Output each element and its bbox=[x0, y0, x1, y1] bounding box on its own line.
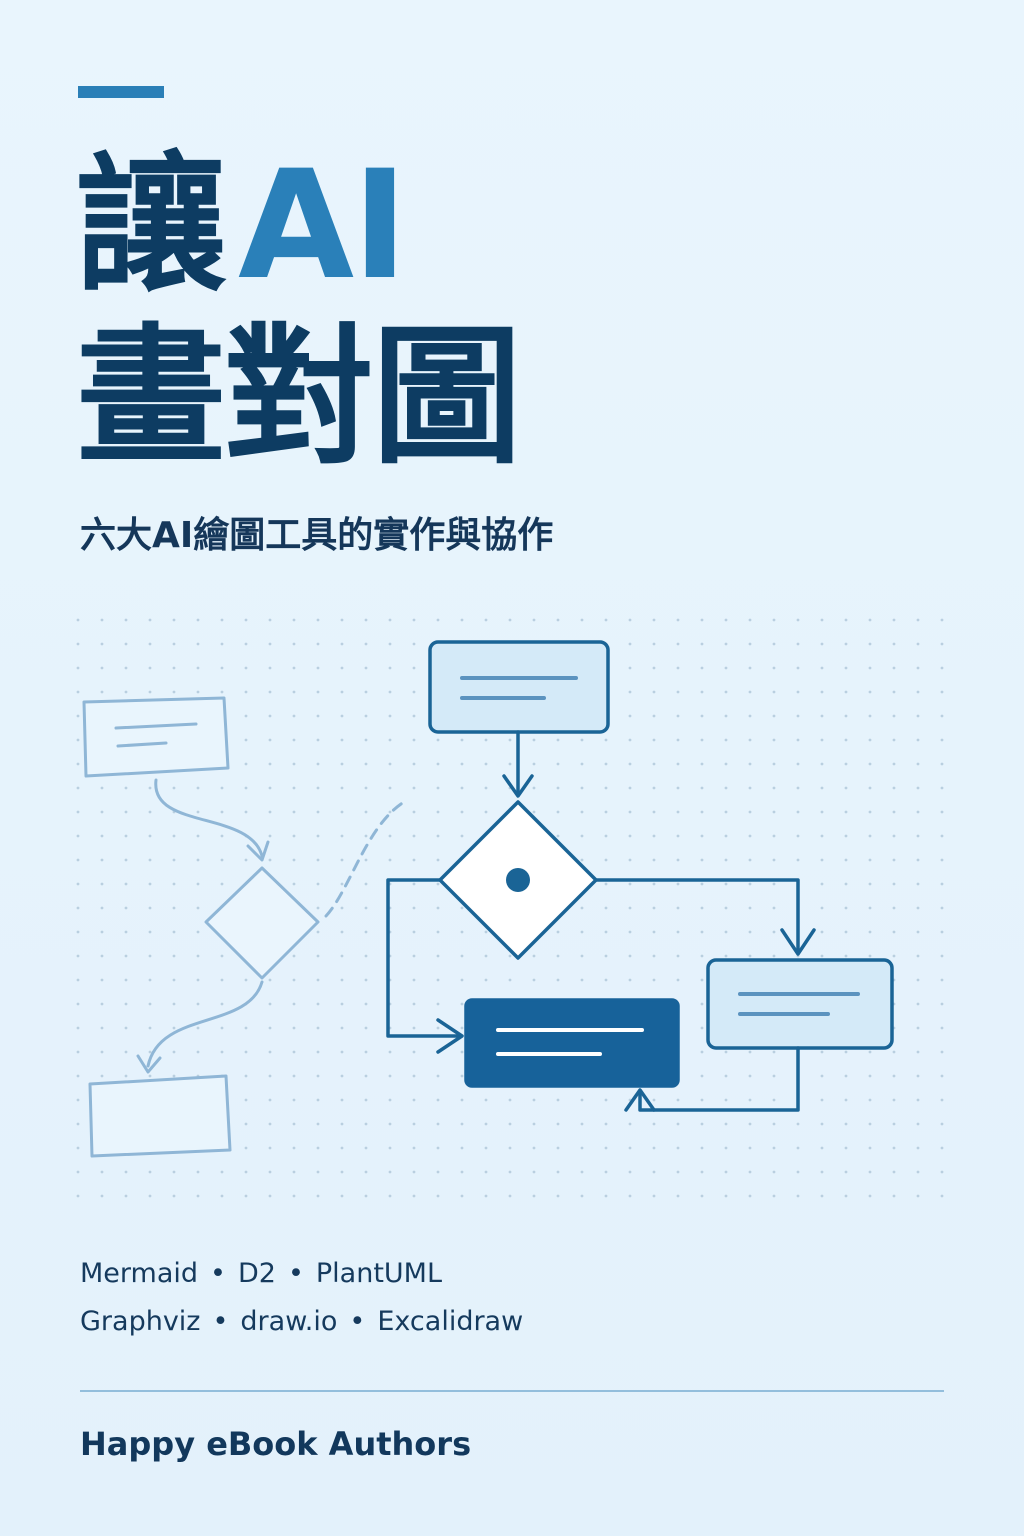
start-box bbox=[428, 640, 610, 734]
tool-list: Mermaid • D2 • PlantUML Graphviz • draw.io • Exc… bbox=[80, 1250, 523, 1346]
arrow-result-back bbox=[638, 1046, 800, 1112]
process-box-dark bbox=[464, 998, 680, 1088]
tool-row-1: Mermaid • D2 • PlantUML bbox=[80, 1250, 523, 1298]
sketch-box-text-line bbox=[116, 741, 168, 748]
tool-name: D2 bbox=[237, 1258, 276, 1289]
divider bbox=[80, 1390, 944, 1392]
sketch-arrowhead bbox=[136, 1054, 162, 1074]
result-box bbox=[706, 958, 894, 1050]
tool-name: Mermaid bbox=[80, 1258, 199, 1289]
arrowhead bbox=[436, 1018, 464, 1054]
separator-dot: • bbox=[349, 1306, 366, 1337]
book-title: 讓AI 畫對圖 bbox=[76, 140, 522, 485]
separator-dot: • bbox=[210, 1258, 226, 1289]
title-line-1: 讓AI bbox=[76, 140, 520, 312]
arrow-decision-left bbox=[386, 878, 462, 1038]
title-prefix: 讓 bbox=[76, 139, 226, 313]
title-line-2: 畫對圖 bbox=[76, 311, 522, 485]
sketch-diamond bbox=[204, 866, 320, 980]
separator-dot: • bbox=[287, 1258, 304, 1289]
arrowhead bbox=[624, 1088, 656, 1112]
sketch-box-top bbox=[82, 696, 230, 778]
tool-name: draw.io bbox=[240, 1306, 338, 1337]
tool-row-2: Graphviz • draw.io • Excalidraw bbox=[80, 1298, 523, 1346]
sketch-arrow-bottom bbox=[146, 980, 264, 1068]
book-subtitle: 六大AI繪圖工具的實作與協作 bbox=[80, 515, 554, 556]
accent-bar bbox=[78, 86, 164, 98]
sketch-box-text-line bbox=[114, 722, 198, 730]
arrow-decision-right bbox=[594, 878, 800, 952]
sketch-arrowhead bbox=[246, 840, 270, 862]
sketch-flowchart bbox=[82, 696, 406, 1158]
sketch-box-bottom bbox=[88, 1074, 232, 1158]
tool-name: PlantUML bbox=[315, 1258, 443, 1289]
arrowhead bbox=[780, 928, 816, 956]
tool-name: Graphviz bbox=[80, 1306, 201, 1337]
decision-dot bbox=[506, 868, 530, 892]
tool-name: Excalidraw bbox=[377, 1306, 524, 1337]
arrowhead bbox=[502, 774, 534, 798]
author-name: Happy eBook Authors bbox=[80, 1425, 472, 1463]
separator-dot: • bbox=[212, 1306, 229, 1337]
flowchart-illustration bbox=[66, 600, 958, 1200]
title-highlight: AI bbox=[238, 139, 408, 313]
clean-flowchart bbox=[386, 640, 894, 1112]
sketch-arrow-down bbox=[154, 778, 264, 858]
